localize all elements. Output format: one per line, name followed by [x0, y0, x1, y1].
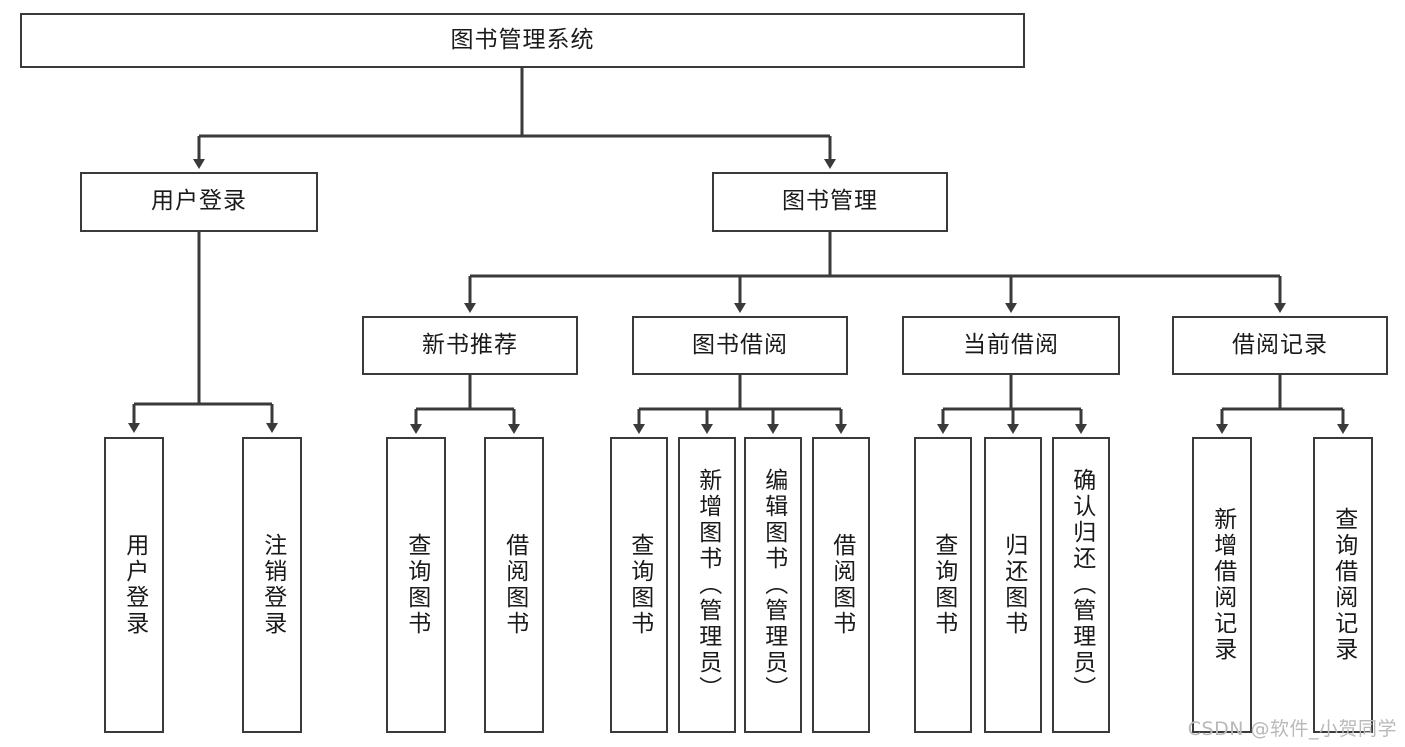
leaf-cur-query-book[interactable]: 查询图书: [914, 437, 972, 733]
watermark: CSDN @软件_小贺同学: [1187, 718, 1397, 740]
leaf-cur-return-book[interactable]: 归还图书: [984, 437, 1042, 733]
node-user-login-label: 用户登录: [151, 188, 247, 215]
leaf-cur-query-book-label: 查询图书: [930, 533, 957, 637]
leaf-cur-return-book-label: 归还图书: [1000, 533, 1027, 637]
leaf-rec-add-record-label: 新增借阅记录: [1209, 507, 1236, 663]
node-current-borrow[interactable]: 当前借阅: [902, 316, 1120, 375]
leaf-borrow-borrow-book-label: 借阅图书: [828, 533, 855, 637]
leaf-borrow-add-book-label: 新增图书（管理员）: [694, 468, 721, 702]
leaf-cur-confirm-return-label: 确认归还（管理员）: [1068, 468, 1095, 702]
node-book-borrow-label: 图书借阅: [692, 331, 788, 358]
leaf-logout[interactable]: 注销登录: [242, 437, 302, 733]
leaf-borrow-borrow-book[interactable]: 借阅图书: [812, 437, 870, 733]
leaf-borrow-edit-book[interactable]: 编辑图书（管理员）: [744, 437, 802, 733]
leaf-rec-borrow-book[interactable]: 借阅图书: [484, 437, 544, 733]
node-new-book-rec[interactable]: 新书推荐: [362, 316, 578, 375]
leaf-rec-query-record[interactable]: 查询借阅记录: [1313, 437, 1373, 733]
node-book-manage-label: 图书管理: [782, 188, 878, 215]
leaf-logout-label: 注销登录: [259, 533, 286, 637]
node-book-borrow[interactable]: 图书借阅: [632, 316, 848, 375]
leaf-rec-query-book-label: 查询图书: [403, 533, 430, 637]
leaf-borrow-query-book[interactable]: 查询图书: [610, 437, 668, 733]
leaf-rec-query-book[interactable]: 查询图书: [386, 437, 446, 733]
leaf-user-login[interactable]: 用户登录: [104, 437, 164, 733]
leaf-borrow-edit-book-label: 编辑图书（管理员）: [760, 468, 787, 702]
leaf-user-login-label: 用户登录: [121, 533, 148, 637]
node-current-borrow-label: 当前借阅: [963, 331, 1059, 358]
leaf-rec-query-record-label: 查询借阅记录: [1330, 507, 1357, 663]
leaf-cur-confirm-return[interactable]: 确认归还（管理员）: [1052, 437, 1110, 733]
node-borrow-record-label: 借阅记录: [1232, 331, 1328, 358]
node-new-book-rec-label: 新书推荐: [422, 331, 518, 358]
node-book-manage[interactable]: 图书管理: [712, 172, 948, 232]
leaf-rec-add-record[interactable]: 新增借阅记录: [1192, 437, 1252, 733]
leaf-rec-borrow-book-label: 借阅图书: [501, 533, 528, 637]
node-borrow-record[interactable]: 借阅记录: [1172, 316, 1388, 375]
leaf-borrow-add-book[interactable]: 新增图书（管理员）: [678, 437, 736, 733]
node-root-label: 图书管理系统: [450, 26, 595, 53]
node-root[interactable]: 图书管理系统: [20, 13, 1025, 68]
leaf-borrow-query-book-label: 查询图书: [626, 533, 653, 637]
node-user-login[interactable]: 用户登录: [80, 172, 318, 232]
